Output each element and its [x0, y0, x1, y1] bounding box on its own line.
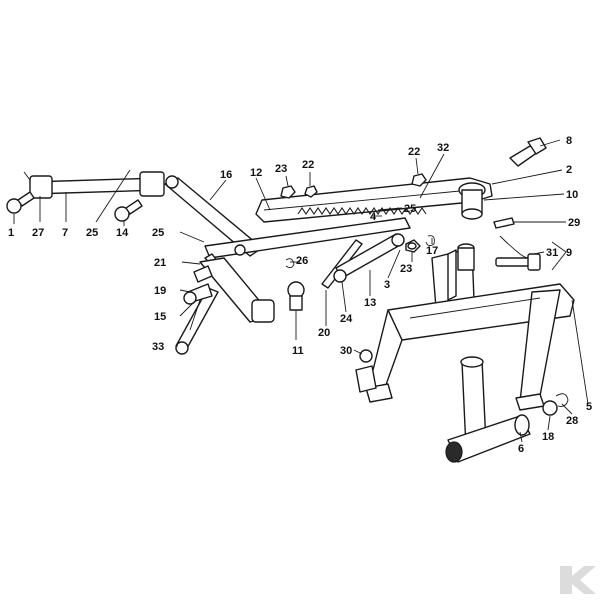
callout-17: 17 [426, 245, 438, 257]
callout-14: 14 [116, 227, 129, 239]
callout-31: 31 [546, 247, 558, 259]
callout-7: 7 [62, 227, 68, 239]
pins-19-15 [183, 265, 213, 305]
bolt-part [509, 137, 547, 167]
callout-27: 27 [32, 227, 44, 239]
callout-13: 13 [364, 297, 376, 309]
callout-9: 9 [566, 247, 572, 259]
leader-lines [13, 139, 589, 443]
adjusting-link-33 [175, 287, 219, 355]
clip-17 [425, 235, 435, 247]
pin-29 [493, 217, 515, 229]
callout-labels: 1 27 7 25 14 16 12 23 22 22 32 8 2 10 29… [8, 135, 592, 455]
callout-8: 8 [566, 135, 572, 147]
callout-25: 25 [404, 203, 416, 215]
callout-4: 4 [370, 211, 377, 223]
callout-10: 10 [566, 189, 578, 201]
callout-23: 23 [275, 163, 287, 175]
rings-18-28 [542, 393, 569, 416]
lynch-pin-left [6, 191, 35, 214]
callout-6: 6 [518, 443, 524, 455]
callout-1: 1 [8, 227, 14, 239]
callout-32: 32 [437, 142, 449, 154]
clip-26 [285, 258, 295, 269]
lift-arm-left [199, 257, 275, 323]
callout-19: 19 [154, 285, 166, 297]
callout-22: 22 [302, 159, 314, 171]
callout-26: 26 [296, 255, 308, 267]
callout-20: 20 [318, 327, 330, 339]
callout-25: 25 [86, 227, 98, 239]
upper-arm-bar [255, 177, 493, 223]
k-brand-logo-icon [560, 566, 596, 594]
main-a-frame [365, 283, 575, 411]
nut-ring-23-3 [405, 239, 421, 253]
callout-24: 24 [340, 313, 353, 325]
callout-18: 18 [542, 431, 554, 443]
chain-pin-31 [495, 235, 541, 271]
callout-33: 33 [152, 341, 164, 353]
cross-shaft [23, 171, 165, 199]
callout-29: 29 [568, 217, 580, 229]
pin-30 [355, 349, 377, 393]
callout-25: 25 [152, 227, 164, 239]
vertical-post [445, 356, 531, 463]
callout-22: 22 [408, 146, 420, 158]
rod-assembly [321, 233, 405, 289]
callout-5: 5 [586, 401, 592, 413]
callout-12: 12 [250, 167, 262, 179]
callout-2: 2 [566, 164, 572, 176]
lynch-pin-14 [114, 199, 143, 222]
pin-11 [287, 281, 305, 340]
link-arm-16 [164, 175, 263, 257]
nuts-upper [280, 173, 427, 199]
callout-30: 30 [340, 345, 352, 357]
callout-28: 28 [566, 415, 578, 427]
callout-15: 15 [154, 311, 166, 323]
callout-21: 21 [154, 257, 166, 269]
tension-spring [297, 207, 427, 215]
callout-11: 11 [292, 345, 304, 357]
callout-23: 23 [400, 263, 412, 275]
callout-3: 3 [384, 279, 390, 291]
callout-16: 16 [220, 169, 232, 181]
